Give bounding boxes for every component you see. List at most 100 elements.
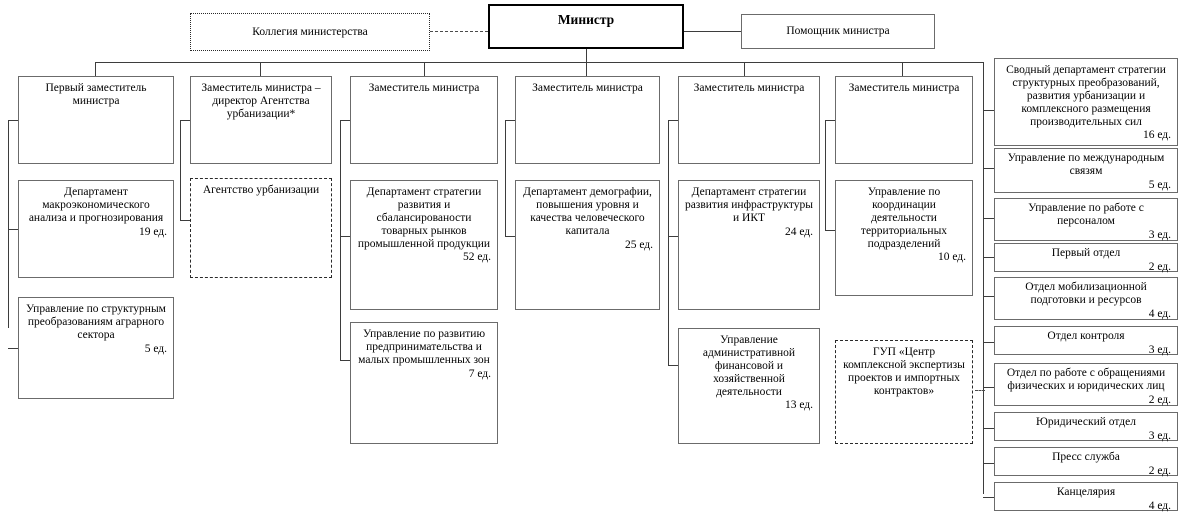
box-minister-label: Министр <box>557 12 615 27</box>
box-right-7[interactable]: Отдел по работе с обращениями физических… <box>994 363 1178 406</box>
box-col-5-head[interactable]: Заместитель министра <box>678 76 820 164</box>
box-minister[interactable]: Министр <box>488 4 684 49</box>
connector-drop-right-column <box>983 62 984 494</box>
box-col-1-child-1-count: 19 ед. <box>138 225 167 238</box>
stub-col-5-child-2 <box>668 365 678 366</box>
box-col-5-child-1-label: Департамент стратегии развития инфрастру… <box>684 186 814 224</box>
box-right-2-count: 5 ед. <box>1148 178 1171 191</box>
box-col-6-child-2[interactable]: ГУП «Центр комплексной экспертизы проект… <box>835 340 973 444</box>
stub-right-3 <box>983 218 994 219</box>
box-kollegia-label: Коллегия министерства <box>252 25 368 38</box>
box-col-6-head[interactable]: Заместитель министра <box>835 76 973 164</box>
stub-right-1 <box>983 110 994 111</box>
box-right-5[interactable]: Отдел мобилизационной подготовки и ресур… <box>994 277 1178 320</box>
box-col-1-child-1-label: Департамент макроэкономического анализа … <box>28 186 164 224</box>
box-right-1[interactable]: Сводный департамент стратегии структурны… <box>994 58 1178 146</box>
connector-drop-col-5 <box>744 62 745 76</box>
connector-drop-col-3 <box>424 62 425 76</box>
spine-col-2 <box>180 120 181 220</box>
stub-col-3-child-1 <box>340 236 350 237</box>
box-right-8-count: 3 ед. <box>1148 429 1171 442</box>
box-right-4[interactable]: Первый отдел 2 ед. <box>994 243 1178 273</box>
connector-minister-down <box>586 49 587 62</box>
box-right-9-count: 2 ед. <box>1148 464 1171 477</box>
box-col-2-head-label: Заместитель министра – директор Агентств… <box>201 82 321 120</box>
box-right-4-count: 2 ед. <box>1148 260 1171 273</box>
box-right-3[interactable]: Управление по работе с персоналом 3 ед. <box>994 198 1178 241</box>
box-right-9[interactable]: Пресс служба 2 ед. <box>994 447 1178 477</box>
box-right-7-count: 2 ед. <box>1148 393 1171 406</box>
box-pomoshchnik-ministra[interactable]: Помощник министра <box>741 14 935 49</box>
spine-col-6 <box>825 120 826 230</box>
connector-main-bus <box>95 62 983 63</box>
box-col-5-child-2[interactable]: Управление административной финансовой и… <box>678 328 820 444</box>
stub-col-1-child-2 <box>8 348 18 349</box>
box-col-5-child-1[interactable]: Департамент стратегии развития инфрастру… <box>678 180 820 310</box>
stub-col-6-child-1 <box>825 230 835 231</box>
box-col-1-child-1[interactable]: Департамент макроэкономического анализа … <box>18 180 174 278</box>
box-col-6-child-1[interactable]: Управление по координации деятельности т… <box>835 180 973 296</box>
box-col-3-child-2-label: Управление по развитию предпринимательст… <box>358 328 490 366</box>
box-right-10-count: 4 ед. <box>1148 499 1171 512</box>
box-right-1-label: Сводный департамент стратегии структурны… <box>1006 64 1166 128</box>
stub-right-2 <box>983 168 994 169</box>
stub-col-2-head <box>180 120 190 121</box>
stub-col-2-child-1 <box>180 220 190 221</box>
stub-right-5 <box>983 296 994 297</box>
stub-right-7 <box>983 387 994 388</box>
box-kollegia-ministerstva[interactable]: Коллегия министерства <box>190 13 430 51</box>
stub-col-6-head <box>825 120 835 121</box>
box-col-3-head[interactable]: Заместитель министра <box>350 76 498 164</box>
connector-drop-col-1 <box>95 62 96 76</box>
box-right-10-label: Канцелярия <box>1056 486 1116 498</box>
box-right-8[interactable]: Юридический отдел 3 ед. <box>994 412 1178 442</box>
spine-col-1 <box>8 120 9 328</box>
box-col-4-child-1[interactable]: Департамент демографии, повышения уровня… <box>515 180 660 310</box>
box-col-1-head-label: Первый заместитель министра <box>45 82 147 107</box>
box-col-4-head-label: Заместитель министра <box>532 82 643 94</box>
stub-col-6-child-2 <box>975 390 985 391</box>
connector-drop-col-6 <box>902 62 903 76</box>
stub-right-4 <box>983 257 994 258</box>
stub-right-10 <box>983 497 994 498</box>
stub-right-9 <box>983 463 994 464</box>
box-col-4-child-1-count: 25 ед. <box>624 238 653 251</box>
stub-col-4-head <box>505 120 515 121</box>
box-right-5-label: Отдел мобилизационной подготовки и ресур… <box>1025 281 1147 306</box>
box-col-6-child-2-label: ГУП «Центр комплексной экспертизы проект… <box>843 346 965 397</box>
box-col-1-child-2-label: Управление по структурным преобразования… <box>26 303 166 341</box>
box-right-10[interactable]: Канцелярия 4 ед. <box>994 482 1178 512</box>
stub-col-5-child-1 <box>668 236 678 237</box>
box-right-6-count: 3 ед. <box>1148 343 1171 356</box>
box-right-1-count: 16 ед. <box>1142 129 1171 142</box>
box-right-3-count: 3 ед. <box>1148 228 1171 241</box>
box-col-1-child-2[interactable]: Управление по структурным преобразования… <box>18 297 174 399</box>
box-right-9-label: Пресс служба <box>1052 451 1120 463</box>
box-col-6-child-1-label: Управление по координации деятельности т… <box>860 186 948 250</box>
box-col-3-child-2[interactable]: Управление по развитию предпринимательст… <box>350 322 498 444</box>
box-right-6-label: Отдел контроля <box>1047 330 1125 342</box>
stub-right-6 <box>983 342 994 343</box>
box-col-5-child-1-count: 24 ед. <box>784 225 813 238</box>
connector-drop-col-2 <box>260 62 261 76</box>
box-col-1-head[interactable]: Первый заместитель министра <box>18 76 174 164</box>
box-col-5-child-2-label: Управление административной финансовой и… <box>702 334 796 398</box>
stub-col-3-child-2 <box>340 360 350 361</box>
box-col-2-head[interactable]: Заместитель министра – директор Агентств… <box>190 76 332 164</box>
box-col-3-child-1-count: 52 ед. <box>462 251 491 264</box>
stub-col-3-head <box>340 120 350 121</box>
box-right-7-label: Отдел по работе с обращениями физических… <box>1006 367 1166 392</box>
box-col-3-child-1[interactable]: Департамент стратегии развития и сбаланс… <box>350 180 498 310</box>
connector-minister-assistant <box>683 31 741 32</box>
stub-col-5-head <box>668 120 678 121</box>
box-right-2[interactable]: Управление по международным связям 5 ед. <box>994 148 1178 193</box>
box-col-4-head[interactable]: Заместитель министра <box>515 76 660 164</box>
box-right-6[interactable]: Отдел контроля 3 ед. <box>994 326 1178 356</box>
box-right-4-label: Первый отдел <box>1051 247 1121 259</box>
box-col-6-head-label: Заместитель министра <box>848 82 960 94</box>
stub-col-1-child-1 <box>8 229 18 230</box>
spine-col-4 <box>505 120 506 236</box>
box-col-2-child-1-label: Агентство урбанизации <box>202 184 320 196</box>
box-col-2-child-1[interactable]: Агентство урбанизации <box>190 178 332 278</box>
